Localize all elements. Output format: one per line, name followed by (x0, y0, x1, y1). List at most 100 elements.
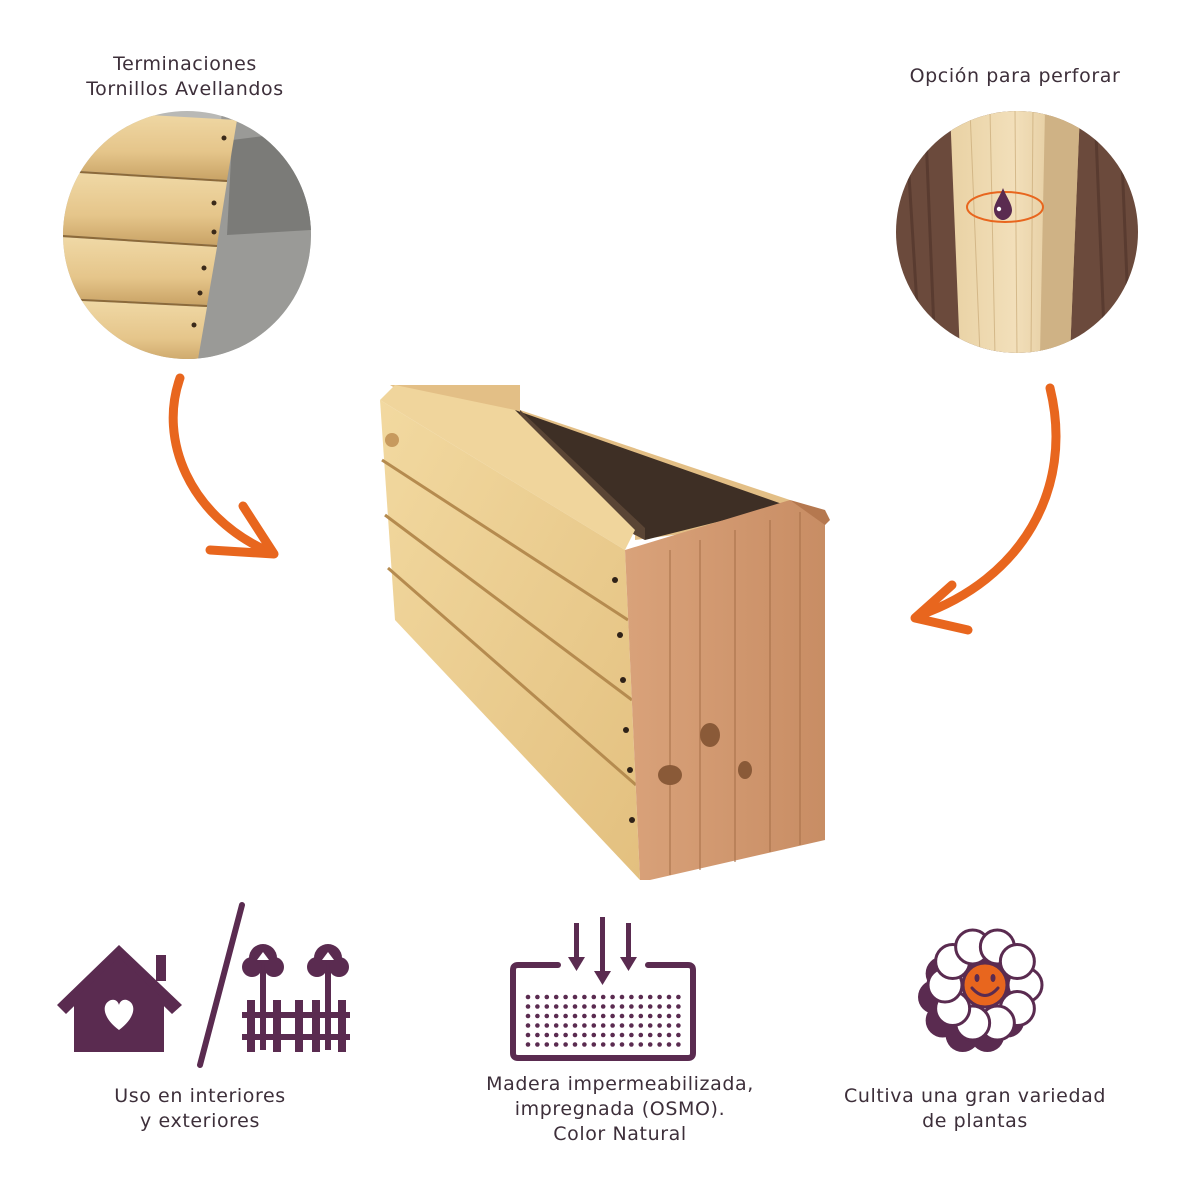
wood-grain-dot (535, 1004, 540, 1009)
wood-grain-dot (629, 1004, 634, 1009)
wood-grain-dot (553, 1013, 559, 1019)
wood-grain-dot (629, 1013, 634, 1019)
wood-grain-dot (600, 1042, 606, 1047)
wood-grain-dot (572, 1032, 578, 1038)
wood-grain-dot (600, 1013, 606, 1019)
wood-grain-dot (666, 1004, 672, 1009)
wood-grain-dot (638, 1004, 644, 1009)
wood-grain-dot (610, 1042, 615, 1047)
wood-grain-dot (572, 1013, 578, 1019)
feature-caption-plants: Cultiva una gran variedad de plantas (830, 1084, 1120, 1134)
wood-grain-dot (553, 1023, 559, 1028)
wood-grain-dot (666, 1042, 672, 1047)
wood-grain-dot (610, 994, 615, 1000)
wood-grain-dot (619, 994, 625, 1000)
wood-grain-dot (544, 1042, 550, 1047)
right-arrow-icon (910, 383, 1061, 635)
wood-grain-dot (629, 1023, 634, 1028)
wood-grain-dot (572, 1004, 578, 1009)
wood-grain-dot (647, 1004, 653, 1009)
smiling-flower-icon (918, 928, 1044, 1053)
wood-grain-dot (638, 1032, 644, 1038)
wood-grain-dot (657, 1032, 662, 1038)
wood-grain-dot (535, 1042, 540, 1047)
wood-grain-dot (600, 1023, 606, 1028)
wood-grain-dot (676, 1004, 681, 1009)
wood-grain-dot (553, 1004, 559, 1009)
drill-caption-line1: Opción para perforar (909, 65, 1121, 87)
wood-grain-dot (535, 1023, 540, 1028)
wood-grain-dot (582, 1004, 587, 1009)
wood-grain-dot (525, 1042, 531, 1047)
wood-grain-dot (525, 994, 531, 1000)
wooden-planter-photo (380, 385, 830, 880)
wood-grain-dot (600, 994, 606, 1000)
wood-grain-dot (572, 994, 578, 1000)
drill-caption: Opción para perforar (880, 64, 1150, 89)
wood-grain-dot (647, 1032, 653, 1038)
wood-grain-dot (619, 1004, 625, 1009)
wood-grain-dot (657, 994, 662, 1000)
wood-grain-dot (563, 994, 568, 1000)
wood-grain-dot (610, 1004, 615, 1009)
wood-grain-dot (610, 1013, 615, 1019)
wood-grain-dot (610, 1023, 615, 1028)
wood-grain-dot (544, 1023, 550, 1028)
wood-grain-dot (525, 1023, 531, 1028)
wood-grain-dot (563, 1004, 568, 1009)
drill-detail-photo (896, 111, 1138, 353)
left-arrow-icon (168, 373, 279, 559)
feature-caption-waterproof: Madera impermeabilizada, impregnada (OSM… (445, 1072, 795, 1147)
wood-grain-dot (600, 1004, 606, 1009)
wood-grain-dot (525, 1032, 531, 1038)
wood-grain-dot (544, 1004, 550, 1009)
wood-grain-dot (544, 994, 550, 1000)
wood-grain-dot (647, 994, 653, 1000)
wood-grain-dot (657, 1013, 662, 1019)
wood-grain-dot (629, 994, 634, 1000)
feature-caption-line: Cultiva una gran variedad (843, 1085, 1107, 1107)
wood-grain-dot (591, 1023, 597, 1028)
house-heart-and-garden-icon (57, 902, 350, 1068)
wood-grain-dot (666, 994, 672, 1000)
feature-caption-indoor-outdoor: Uso en interiores y exteriores (60, 1084, 340, 1134)
wood-grain-dot (666, 1023, 672, 1028)
wood-grain-dot (553, 994, 559, 1000)
wood-grain-dot (591, 1032, 597, 1038)
wood-grain-dot (572, 1042, 578, 1047)
wood-grain-dot (535, 1013, 540, 1019)
wood-grain-dot (676, 1042, 681, 1047)
wood-grain-dot (591, 1042, 597, 1047)
wood-grain-dot (582, 1023, 587, 1028)
screws-caption: Terminaciones Tornillos Avellandos (60, 52, 310, 102)
wood-grain-dot (525, 1004, 531, 1009)
wood-grain-dot (666, 1032, 672, 1038)
wood-grain-dot (544, 1013, 550, 1019)
wood-grain-dot (666, 1013, 672, 1019)
wood-grain-dot (600, 1032, 606, 1038)
wood-grain-dot (544, 1032, 550, 1038)
wood-grain-dot (535, 994, 540, 1000)
wood-grain-dot (610, 1032, 615, 1038)
wood-grain-dot (647, 1023, 653, 1028)
screws-caption-line2: Tornillos Avellandos (86, 78, 284, 100)
wood-grain-dot (676, 994, 681, 1000)
wood-grain-dot (563, 1013, 568, 1019)
screws-caption-line1: Terminaciones (113, 53, 257, 75)
wood-grain-dot (629, 1032, 634, 1038)
wood-grain-dot (657, 1004, 662, 1009)
wood-grain-dot (638, 1023, 644, 1028)
wood-grain-dot (657, 1042, 662, 1047)
feature-caption-line: y exteriores (140, 1110, 260, 1132)
wood-grain-dot (525, 1013, 531, 1019)
wood-grain-dot (638, 1042, 644, 1047)
wood-grain-dot (638, 1013, 644, 1019)
feature-caption-line: Madera impermeabilizada, (486, 1073, 754, 1095)
wood-grain-dot (657, 1023, 662, 1028)
wood-grain-dot (582, 1042, 587, 1047)
feature-caption-line: Color Natural (553, 1123, 687, 1145)
wood-grain-dot (563, 1042, 568, 1047)
wood-grain-dot (638, 994, 644, 1000)
wood-grain-dot (619, 1042, 625, 1047)
wood-grain-dot (591, 994, 597, 1000)
